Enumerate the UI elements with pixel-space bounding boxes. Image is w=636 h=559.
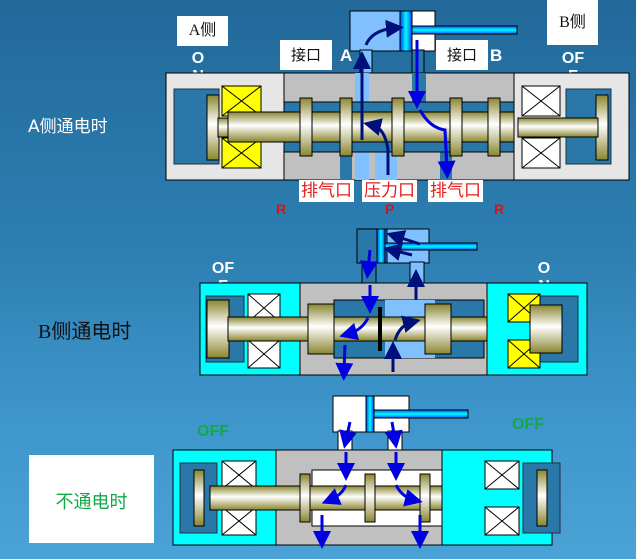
r-left-label: R [276,201,287,217]
caption-de-energized: 不通电时 [55,492,128,513]
r-right-label: R [494,201,505,217]
caption-box-de-energized [29,455,154,543]
cylinder-rod [411,25,518,35]
flow-arrows-2 [335,230,425,381]
valve-body [227,72,519,181]
right-state-off-3: OFF [512,416,544,433]
flow-arrows-3 [313,421,429,549]
caption-b-side-energized: B侧通电时 [38,321,132,343]
right-solenoid [513,72,630,181]
port-box-right: 接口 [436,40,488,70]
right-solenoid-3 [441,449,561,546]
caption-a-side-energized: A侧通电时 [28,117,108,137]
left-state-off-3: OFF [197,423,229,440]
port-a-label: A [340,46,353,65]
right-solenoid-2 [486,282,588,376]
pressure-port-label: 压力口 [362,180,417,202]
exhaust-port-right-label: 排气口 [428,180,483,202]
port-box-left: 接口 [280,40,332,70]
b-side-label: B侧 [547,0,598,45]
flow-arrows [353,19,456,179]
exhaust-port-left-label: 排气口 [299,180,354,202]
a-side-label: A侧 [177,16,228,46]
port-b-label: B [490,46,503,65]
p-label: P [385,201,395,217]
cylinder-3 [332,395,469,452]
